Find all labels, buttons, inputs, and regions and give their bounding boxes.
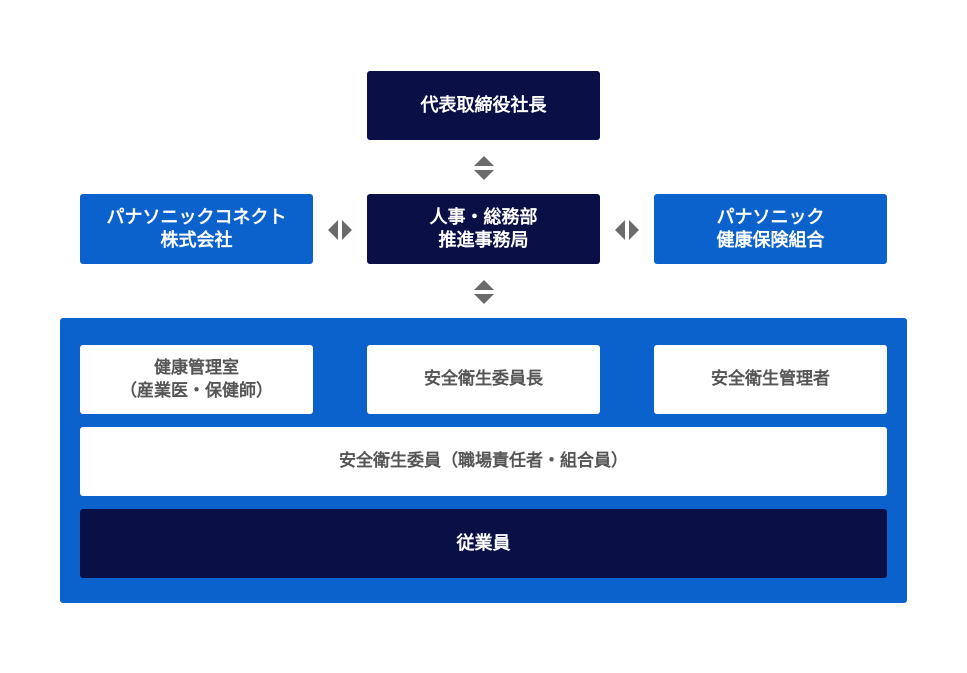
ceo-label: 代表取締役社長 (420, 94, 547, 116)
employees-box: 従業員 (80, 509, 887, 578)
safety-committee-box: 安全衛生委員（職場責任者・組合員） (80, 427, 887, 496)
health-insurance-box: パナソニック 健康保険組合 (654, 194, 887, 264)
horizontal-double-arrow-icon (328, 220, 352, 240)
hr-general-affairs-box: 人事・総務部 推進事務局 (367, 194, 600, 264)
vertical-double-arrow-icon (474, 280, 494, 304)
panasonic-connect-box: パナソニックコネクト 株式会社 (80, 194, 313, 264)
panasonic-connect-line1: パナソニックコネクト (106, 206, 287, 228)
health-insurance-line1: パナソニック (716, 206, 825, 228)
hr-line2: 推進事務局 (438, 230, 529, 251)
vertical-double-arrow-icon (474, 156, 494, 180)
safety-chair-box: 安全衛生委員長 (367, 345, 600, 414)
safety-committee-label: 安全衛生委員（職場責任者・組合員） (339, 451, 628, 472)
employees-label: 従業員 (456, 532, 511, 554)
health-room-line1: 健康管理室 (154, 358, 239, 379)
ceo-box: 代表取締役社長 (367, 71, 600, 140)
health-room-box: 健康管理室 （産業医・保健師） (80, 345, 313, 414)
panasonic-connect-line2: 株式会社 (160, 230, 233, 251)
health-room-line2: （産業医・保健師） (120, 380, 273, 401)
safety-manager-box: 安全衛生管理者 (654, 345, 887, 414)
safety-manager-label: 安全衛生管理者 (711, 369, 830, 390)
horizontal-double-arrow-icon (615, 220, 639, 240)
safety-chair-label: 安全衛生委員長 (424, 369, 543, 390)
health-insurance-line2: 健康保険組合 (716, 230, 825, 251)
hr-line1: 人事・総務部 (429, 206, 538, 228)
